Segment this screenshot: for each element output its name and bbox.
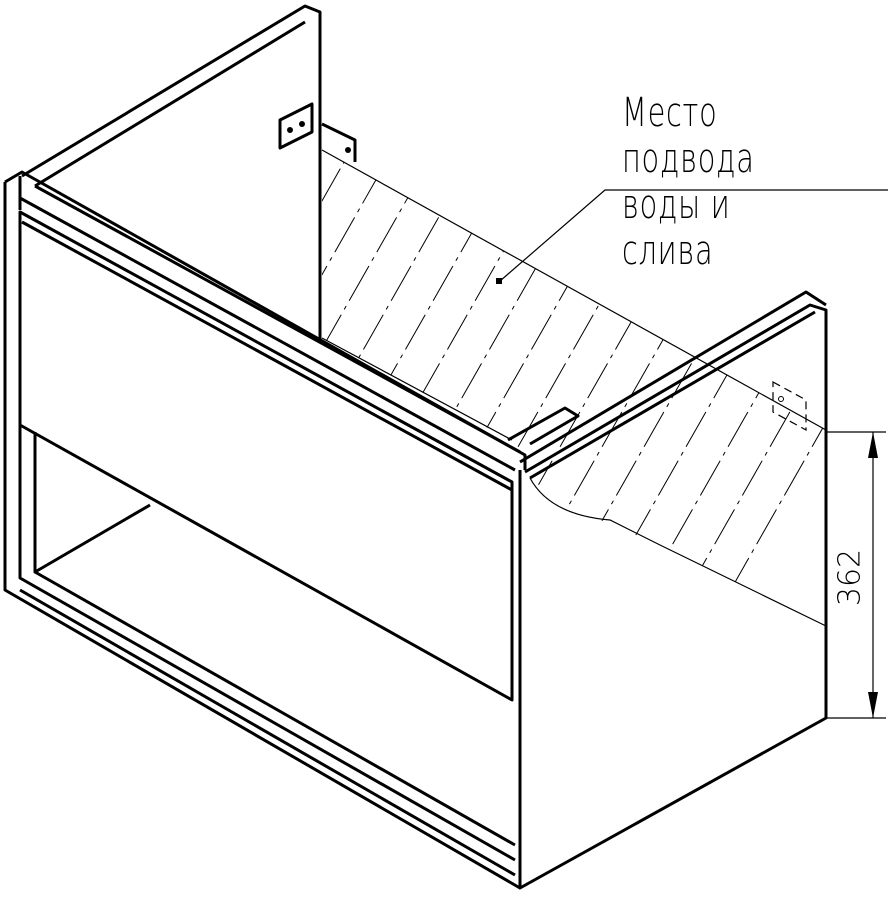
dimension-value: 362 <box>832 548 868 607</box>
hatch-line <box>0 120 200 700</box>
height-dimension <box>826 431 886 719</box>
callout-line-2: воды и слива <box>622 182 731 274</box>
cabinet-frame <box>3 170 527 890</box>
hatch-line <box>322 150 537 626</box>
callout-line-1: Место подвода <box>622 90 755 182</box>
hatch-line <box>322 150 453 626</box>
right-side-panel <box>507 290 828 890</box>
hatch-line <box>322 150 411 626</box>
hatch-line <box>322 150 579 626</box>
bracket-left <box>278 102 314 150</box>
back-panel <box>21 4 827 441</box>
callout-leader <box>499 189 888 282</box>
pipe-point <box>496 278 502 284</box>
hatch-line <box>322 150 327 626</box>
drawer-front[interactable] <box>18 210 514 702</box>
callout-label: Место подвода воды и слива <box>622 90 814 274</box>
